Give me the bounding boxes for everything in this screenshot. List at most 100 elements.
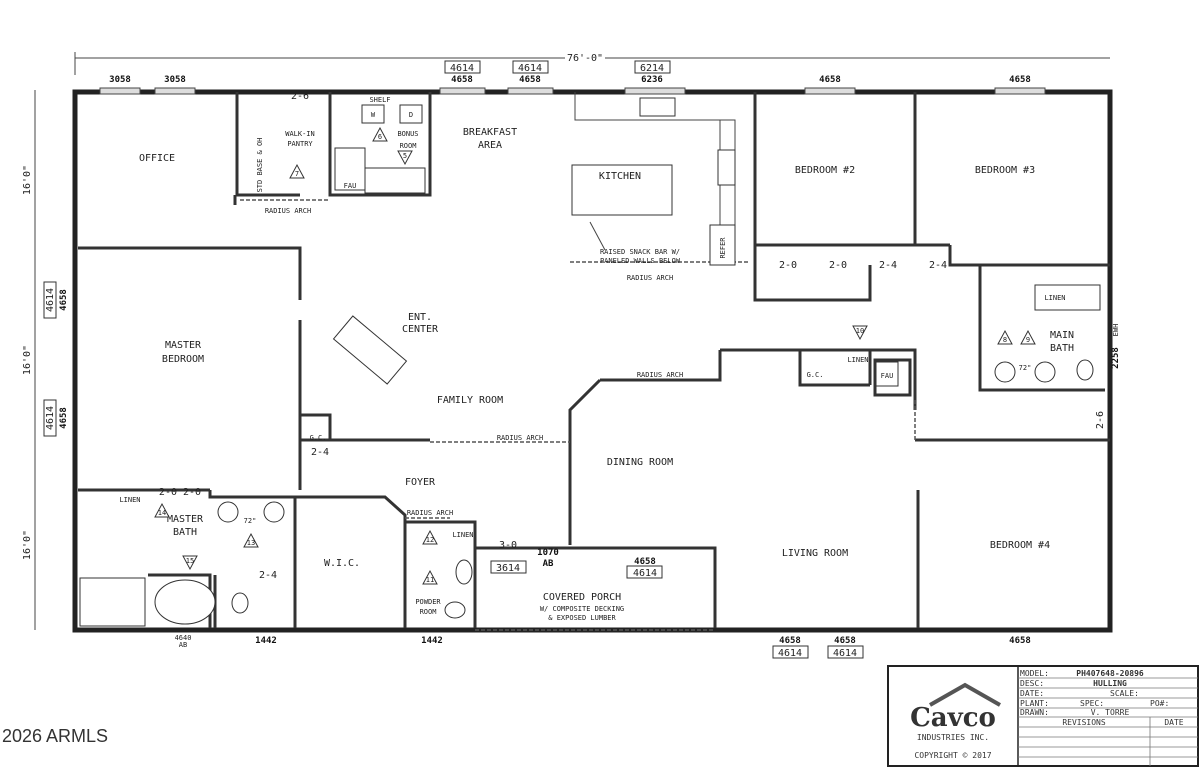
plan-shape xyxy=(804,87,856,95)
plan-shape xyxy=(439,87,486,95)
room-breakfast: BREAKFAST xyxy=(463,127,517,138)
desc-label: DESC: xyxy=(1020,679,1044,688)
side-dim-1: 16'0" xyxy=(22,165,33,195)
room-pantry: PANTRY xyxy=(287,140,313,148)
company-sub: INDUSTRIES INC. xyxy=(917,733,989,742)
room-porch-note: & EXPOSED LUMBER xyxy=(548,614,616,622)
drawn-value: V. TORRE xyxy=(1091,708,1130,717)
window-dim: 4658 xyxy=(779,636,801,646)
marker-number: 10 xyxy=(856,327,864,335)
plan-shape xyxy=(634,60,671,74)
plan-shape xyxy=(422,569,438,585)
window-dim: 4658 xyxy=(519,75,541,85)
window-dim: 4658 xyxy=(59,407,69,429)
plan-shape xyxy=(233,92,432,205)
note-72: 72" xyxy=(244,517,257,525)
window-dim: 3058 xyxy=(109,75,131,85)
refrigerator xyxy=(709,224,736,266)
sink-icon xyxy=(217,501,239,523)
washer-label: W xyxy=(371,111,376,119)
plan-shape xyxy=(372,126,388,142)
sink-icon xyxy=(994,361,1016,383)
laundry-sink xyxy=(364,167,426,194)
window-dim: 1442 xyxy=(421,636,443,646)
plan-shape xyxy=(154,87,196,95)
plan-shape xyxy=(626,565,663,579)
window-dim: 1442 xyxy=(255,636,277,646)
note-snack-bar: PANELED WALLS BELOW xyxy=(600,257,681,265)
note-linen: LINEN xyxy=(452,531,473,539)
model-value: PH407648-20896 xyxy=(1076,669,1144,678)
door-1070: 1070 xyxy=(537,548,559,558)
model-label: MODEL: xyxy=(1020,669,1049,678)
ent-center-cabinet xyxy=(332,315,408,385)
note-ewh: EWH xyxy=(1112,324,1120,337)
note-snack-bar: RAISED SNACK BAR W/ xyxy=(600,248,680,256)
plan-shape xyxy=(994,87,1046,95)
room-bedroom-2: BEDROOM #2 xyxy=(795,165,855,176)
room-porch: COVERED PORCH xyxy=(543,592,621,603)
fau-box xyxy=(875,361,899,387)
window-dim: 4640 xyxy=(175,634,192,642)
window-dims-top: 3058 3058 4658 4658 6236 4658 4658 4614 … xyxy=(99,60,1046,95)
room-powder: ROOM xyxy=(420,608,437,616)
room-powder: POWDER xyxy=(415,598,441,606)
marker: 13 xyxy=(243,532,259,548)
window-dim-boxed: 4614 xyxy=(518,63,542,74)
sink-icon xyxy=(1034,361,1056,383)
room-bonus: BONUS xyxy=(397,130,418,138)
room-porch-note: W/ COMPOSITE DECKING xyxy=(540,605,624,613)
door-2020: 2-0 2-0 xyxy=(159,487,201,498)
room-bonus: ROOM xyxy=(400,142,417,150)
note-radius-arch: RADIUS ARCH xyxy=(497,434,543,442)
room-ent-center: ENT. xyxy=(408,312,432,323)
note-linen: LINEN xyxy=(847,356,868,364)
plan-shape xyxy=(852,325,868,341)
note-linen: LINEN xyxy=(1044,294,1065,302)
room-master-bath: BATH xyxy=(173,527,197,538)
note-radius-arch: RADIUS ARCH xyxy=(637,371,683,379)
plan-shape xyxy=(997,329,1013,345)
note-radius-arch: RADIUS ARCH xyxy=(407,509,453,517)
window-dim: 4658 xyxy=(634,557,656,567)
marker-number: 8 xyxy=(1003,336,1007,344)
plan-shape xyxy=(753,92,1110,267)
marker: 6 xyxy=(372,126,388,142)
door-2-4: 2-4 xyxy=(879,260,897,271)
door-2-4: 2-4 xyxy=(259,570,277,581)
plan-shape xyxy=(289,163,305,179)
note-gc: G.C. xyxy=(807,371,824,379)
plan-shape xyxy=(772,645,809,659)
leader-line xyxy=(589,221,606,251)
door-2-0: 2-0 xyxy=(779,260,797,271)
plan-shape xyxy=(295,495,477,628)
marker-number: 6 xyxy=(378,133,382,141)
cavco-logo-roof xyxy=(929,682,1001,707)
plan-shape xyxy=(1020,329,1036,345)
plan-shape xyxy=(507,87,554,95)
door-1070: AB xyxy=(543,559,554,569)
toilet-icon xyxy=(231,592,249,614)
plan-shape xyxy=(753,265,872,302)
washer-icon xyxy=(361,104,385,124)
marker: 8 xyxy=(997,329,1013,345)
marker: 12 xyxy=(422,529,438,545)
marker: 9 xyxy=(1020,329,1036,345)
desc-value: HULLING xyxy=(1093,679,1127,688)
plan-shape xyxy=(1018,677,1198,766)
marker: 15 xyxy=(182,555,198,571)
marker-number: 12 xyxy=(426,536,434,544)
door-2-6: 2-6 xyxy=(1095,411,1106,429)
plan-shape xyxy=(720,348,1110,442)
marker-number: 9 xyxy=(1026,336,1030,344)
date-header: DATE xyxy=(1164,718,1183,727)
fixture-markers: 7 6 5 10 8 9 14 13 15 12 11 xyxy=(154,126,1036,585)
plant-label: PLANT: xyxy=(1020,699,1049,708)
plan-shape xyxy=(475,546,717,628)
note-linen: LINEN xyxy=(119,496,140,504)
window-dims-left: 4658 4658 4614 4614 2258 xyxy=(43,281,1121,437)
room-office: OFFICE xyxy=(139,153,175,164)
po-label: PO#: xyxy=(1150,699,1169,708)
room-foyer: FOYER xyxy=(405,477,436,488)
overall-width-label: 76'-0" xyxy=(567,53,603,64)
